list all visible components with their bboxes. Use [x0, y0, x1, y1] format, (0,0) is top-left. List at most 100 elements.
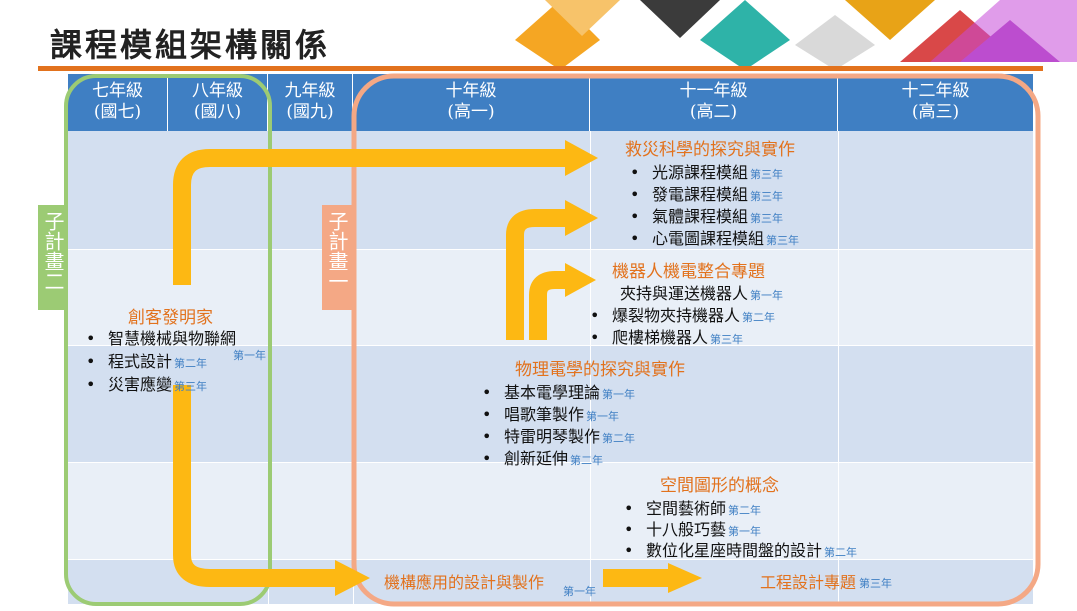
grade-header-9: 九年級 (國九)	[268, 74, 353, 131]
arrow-to-rescue-2	[506, 209, 570, 340]
page-title: 課程模組架構關係	[50, 26, 331, 64]
physics-item: •基本電學理論第一年	[482, 383, 636, 402]
maker-item-text: 智慧機械與物聯網	[108, 329, 237, 348]
curriculum-table: 七年級 (國七) 八年級 (國八) 九年級 (國九) 十年級 (高一) 十一年級…	[68, 74, 1033, 609]
robot-item-year: 第三年	[710, 333, 744, 346]
subplan-2-label-vertical: 子計畫二	[38, 211, 68, 296]
space-title: 空間圖形的概念	[660, 476, 779, 496]
grade-12-name: 十二年級	[901, 81, 970, 101]
physics-item-text: 創新延伸	[504, 449, 569, 468]
rescue-item: •心電圖課程模組第三年	[630, 229, 800, 248]
robot-item: •爬樓梯機器人第三年	[590, 328, 744, 347]
maker-item: •程式設計第二年	[86, 352, 208, 371]
row-space	[68, 463, 1033, 560]
physics-item-text: 特雷明琴製作	[504, 427, 601, 446]
rescue-title: 救災科學的探究與實作	[625, 140, 795, 160]
maker-item-text: 程式設計	[108, 352, 173, 371]
physics-item-text: 基本電學理論	[504, 383, 601, 402]
grade-11-name: 十一年級	[679, 81, 748, 101]
robot-item-text: 爆裂物夾持機器人	[612, 306, 741, 325]
grade-7-sub: (國七)	[93, 102, 142, 122]
physics-item: •唱歌筆製作第一年	[482, 405, 620, 424]
subplan-1-label-vertical: 子計畫一	[322, 211, 352, 296]
col-divider	[838, 131, 839, 604]
physics-item-text: 唱歌筆製作	[504, 405, 585, 424]
rescue-item-year: 第三年	[766, 234, 800, 247]
space-item: •十八般巧藝第一年	[624, 520, 762, 539]
grade-header-10: 十年級 (高一)	[353, 74, 590, 131]
row-robot	[68, 250, 1033, 346]
subplan-1-outline	[351, 73, 1041, 607]
arrowhead	[565, 140, 598, 176]
col-divider	[590, 131, 591, 604]
grade-9-name: 九年級	[284, 81, 336, 101]
maker-title: 創客發明家	[128, 308, 213, 328]
title-underline	[38, 66, 1043, 71]
robot-title: 機器人機電整合專題	[612, 262, 765, 282]
arrowhead	[565, 263, 596, 297]
grade-8-sub: (國八)	[193, 102, 242, 122]
rescue-item: •氣體課程模組第三年	[630, 207, 784, 226]
rescue-item: •光源課程模組第三年	[630, 163, 784, 182]
physics-item: •特雷明琴製作第二年	[482, 427, 636, 446]
space-item-text: 空間藝術師	[646, 499, 727, 518]
grade-header-7: 七年級 (國七)	[68, 74, 168, 131]
space-item-year: 第二年	[824, 546, 858, 559]
physics-item-year: 第一年	[602, 388, 636, 401]
rescue-item: •發電課程模組第三年	[630, 185, 784, 204]
physics-item-year: 第二年	[602, 432, 636, 445]
subplan-1-label: 子計畫一	[325, 211, 349, 291]
mechanism-title: 機構應用的設計與製作	[384, 573, 545, 592]
grade-7-name: 七年級	[92, 81, 143, 101]
space-item-text: 十八般巧藝	[646, 520, 727, 539]
physics-item: •創新延伸第二年	[482, 449, 604, 468]
subplan-2-tag: 子計畫二	[38, 205, 68, 310]
rescue-item-year: 第三年	[750, 168, 784, 181]
physics-item-year: 第一年	[586, 410, 620, 423]
physics-title: 物理電學的探究與實作	[515, 360, 685, 380]
grade-8-name: 八年級	[192, 81, 243, 101]
rescue-item-text: 心電圖課程模組	[652, 229, 765, 248]
grade-11-sub: (高二)	[689, 102, 738, 122]
maker-extra-year: 第一年	[233, 349, 266, 362]
rescue-item-text: 氣體課程模組	[652, 207, 749, 226]
maker-item: •智慧機械與物聯網	[86, 329, 237, 348]
maker-item: •災害應變第三年	[86, 375, 208, 394]
space-item: •數位化星座時間盤的設計第二年	[624, 541, 858, 560]
arrowhead	[565, 200, 598, 236]
arrow-maker-to-mechanism	[173, 385, 340, 587]
grade-9-sub: (國九)	[286, 102, 334, 122]
arrow-to-robot	[529, 271, 570, 340]
grade-10-sub: (高一)	[447, 102, 495, 122]
rescue-item-text: 發電課程模組	[652, 185, 749, 204]
arrowhead	[668, 563, 702, 593]
robot-item-year: 第一年	[750, 289, 784, 302]
subplan-2-label: 子計畫二	[41, 211, 65, 291]
space-item-year: 第二年	[728, 504, 762, 517]
engineering-year: 第三年	[859, 577, 892, 590]
robot-item-text: 夾持與運送機器人	[620, 284, 749, 303]
robot-item: 夾持與運送機器人第一年	[598, 280, 783, 304]
mechanism-year: 第一年	[563, 585, 596, 598]
arrowhead	[335, 560, 370, 596]
subplan-2-outline	[64, 74, 272, 606]
space-item: •空間藝術師第二年	[624, 499, 762, 518]
grade-12-sub: (高三)	[911, 102, 960, 122]
grade-header-8: 八年級 (國八)	[168, 74, 268, 131]
maker-item-text: 災害應變	[108, 375, 173, 394]
decorative-banner-shapes	[515, 0, 1077, 70]
subplan-1-tag: 子計畫一	[322, 205, 352, 310]
grade-10-name: 十年級	[445, 81, 497, 101]
robot-item-year: 第二年	[742, 311, 776, 324]
space-item-text: 數位化星座時間盤的設計	[646, 541, 823, 560]
rescue-item-year: 第三年	[750, 190, 784, 203]
maker-item-year: 第二年	[174, 357, 208, 370]
maker-item-year: 第三年	[174, 380, 208, 393]
grade-header-11: 十一年級 (高二)	[590, 74, 838, 131]
space-item-year: 第一年	[728, 525, 762, 538]
row-physics	[68, 346, 1033, 463]
rescue-item-text: 光源課程模組	[652, 163, 749, 182]
rescue-item-year: 第三年	[750, 212, 784, 225]
